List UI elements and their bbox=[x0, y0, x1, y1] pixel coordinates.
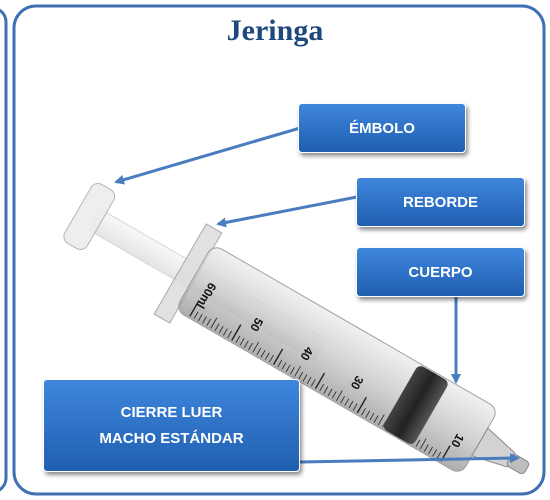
scale-tick bbox=[256, 347, 262, 356]
scale-tick bbox=[323, 386, 329, 394]
scale-tick bbox=[428, 446, 433, 455]
scale-tick bbox=[365, 410, 371, 418]
scale-tick bbox=[302, 374, 308, 382]
left-frame bbox=[0, 8, 8, 492]
scale-tick bbox=[197, 313, 203, 322]
scale-label: 50 bbox=[247, 315, 266, 334]
scale-tick bbox=[260, 350, 266, 358]
scale-tick bbox=[235, 335, 241, 343]
scale-label: 30 bbox=[347, 373, 366, 392]
label-cierre-line1: CIERRE LUER bbox=[120, 404, 223, 421]
scale-tick bbox=[210, 317, 218, 329]
scale-tick bbox=[277, 359, 283, 368]
scale-label: 40 bbox=[297, 344, 316, 363]
scale-tick bbox=[264, 352, 270, 360]
scale-tick bbox=[290, 367, 295, 375]
scale-tick bbox=[218, 325, 224, 334]
scale-tick bbox=[294, 366, 301, 377]
arrow-reborde bbox=[216, 194, 363, 228]
scale-tick bbox=[231, 324, 242, 341]
syringe: 60ml5040302010 bbox=[63, 182, 530, 475]
scale-tick bbox=[239, 338, 245, 346]
barrel-flange bbox=[153, 223, 223, 324]
scale-tick bbox=[189, 300, 200, 317]
scale-tick bbox=[436, 451, 442, 459]
scale-tick bbox=[327, 388, 333, 397]
scale-tick bbox=[373, 415, 379, 423]
scale-tick bbox=[243, 340, 249, 348]
label-reborde: REBORDE bbox=[356, 177, 525, 227]
scale-tick bbox=[252, 341, 260, 353]
scale-tick bbox=[306, 376, 312, 385]
diagram-title: Jeringa bbox=[226, 14, 324, 47]
scale-tick bbox=[310, 379, 316, 387]
scale-tick bbox=[419, 438, 427, 450]
scale-tick bbox=[356, 396, 367, 414]
scale-tick bbox=[361, 408, 366, 416]
scale-tick bbox=[319, 383, 325, 392]
scale-tick bbox=[281, 362, 287, 370]
scale-tick bbox=[223, 328, 228, 336]
scale-tick bbox=[269, 354, 274, 363]
scale-tick bbox=[227, 330, 232, 339]
label-cierre-luer: CIERRE LUER MACHO ESTÁNDAR bbox=[43, 379, 300, 472]
scale-tick bbox=[248, 342, 253, 351]
scale-tick bbox=[285, 364, 291, 372]
scale-tick bbox=[423, 444, 429, 452]
scale-tick bbox=[214, 323, 220, 331]
scale-tick bbox=[206, 318, 211, 327]
scale-tick bbox=[432, 449, 438, 457]
scale-tick bbox=[377, 414, 385, 426]
scale-tick bbox=[193, 311, 199, 319]
label-cierre-line2: MACHO ESTÁNDAR bbox=[99, 429, 244, 447]
scale-tick bbox=[314, 372, 326, 390]
scale-tick bbox=[352, 403, 358, 411]
arrow-embolo bbox=[114, 126, 301, 185]
scale-label: 10 bbox=[448, 431, 467, 450]
label-reborde-text: REBORDE bbox=[402, 193, 478, 211]
label-embolo: ÉMBOLO bbox=[298, 103, 466, 153]
label-embolo-text: ÉMBOLO bbox=[349, 119, 415, 137]
scale-tick bbox=[369, 412, 375, 421]
scale-tick bbox=[415, 439, 421, 447]
label-cuerpo: CUERPO bbox=[356, 247, 525, 297]
scale-tick bbox=[331, 391, 337, 399]
scale-tick bbox=[344, 398, 350, 406]
arrow-cierre bbox=[299, 453, 520, 464]
scale-tick bbox=[340, 396, 345, 404]
plunger-thumb bbox=[63, 182, 116, 251]
scale-tick bbox=[336, 390, 343, 401]
scale-tick bbox=[298, 371, 304, 380]
scale-tick bbox=[348, 400, 354, 409]
main-frame bbox=[12, 4, 546, 496]
rubber-stopper bbox=[383, 366, 448, 444]
scale-tick bbox=[202, 316, 207, 324]
scale-tick bbox=[273, 348, 284, 365]
label-cuerpo-text: CUERPO bbox=[408, 263, 473, 281]
